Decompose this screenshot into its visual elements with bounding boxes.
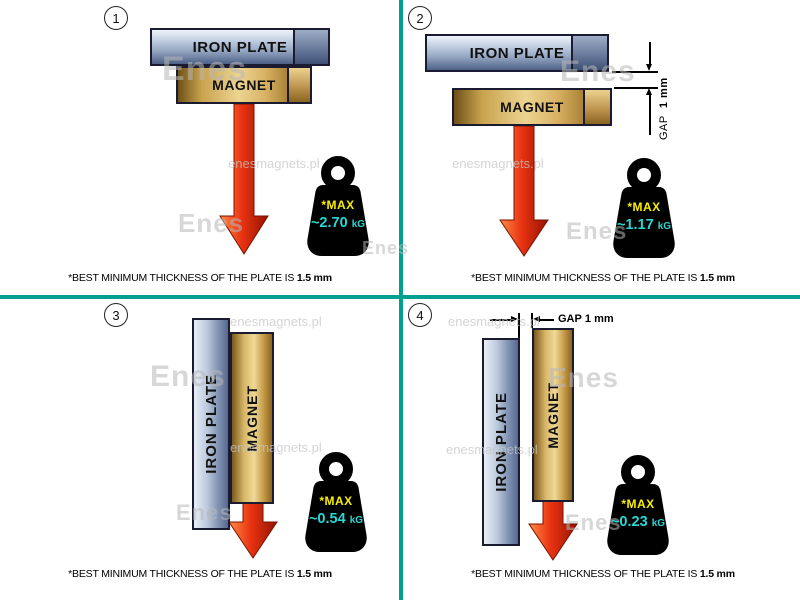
gap-label-panel-2: GAP 1 mm — [658, 50, 670, 140]
weight-panel-1: *MAX ~2.70 kG — [302, 156, 374, 260]
pull-force-arrow-panel-2 — [499, 126, 549, 257]
gap-arrowhead-up — [646, 88, 652, 95]
gap-extension-line-right — [531, 313, 533, 328]
panel-1-number: 1 — [104, 6, 128, 30]
weight-panel-2: *MAX ~1.17 kG — [608, 158, 680, 262]
iron-plate-panel-3: IRON PLATE — [192, 318, 230, 530]
watermark-url: enesmagnets.pl — [448, 314, 540, 329]
max-value: ~2.70 kG — [302, 215, 374, 231]
gap-extension-line-left — [518, 313, 520, 338]
caption-text: *BEST MINIMUM THICKNESS OF THE PLATE IS — [68, 272, 295, 284]
caption-bold-text: 1.5 mm — [296, 272, 332, 284]
caption-bold-text: 1.5 mm — [296, 568, 332, 580]
magnet-label: MAGNET — [212, 77, 276, 93]
caption-text: *BEST MINIMUM THICKNESS OF THE PLATE IS — [471, 568, 698, 580]
iron-plate-label: IRON PLATE — [492, 392, 510, 492]
gap-dimension-line-upper — [649, 42, 651, 65]
kettlebell-icon — [307, 156, 369, 256]
magnet-panel-2: MAGNET — [452, 88, 612, 126]
iron-plate-panel-1: IRON PLATE — [150, 28, 330, 66]
max-label: *MAX — [627, 200, 661, 214]
value-unit: kG — [651, 518, 666, 529]
iron-plate-label: IRON PLATE — [469, 44, 565, 62]
gap-word: GAP — [658, 115, 670, 140]
gap-extension-line-bottom — [614, 87, 658, 89]
caption-text: *BEST MINIMUM THICKNESS OF THE PLATE IS — [68, 568, 295, 580]
value-unit: kG — [351, 219, 366, 230]
iron-plate-panel-2: IRON PLATE — [425, 34, 609, 72]
gap-extension-line-top — [612, 71, 658, 73]
caption-text: *BEST MINIMUM THICKNESS OF THE PLATE IS — [471, 272, 698, 284]
caption-bold-text: 1.5 mm — [699, 568, 735, 580]
panel-3-number: 3 — [104, 303, 128, 327]
gap-dimension-line-right — [540, 319, 554, 321]
gap-label-panel-4: GAP 1 mm — [558, 313, 614, 325]
iron-plate-label: IRON PLATE — [202, 374, 220, 474]
pull-force-arrow-panel-1 — [219, 104, 269, 255]
gap-dimension-line-left — [490, 319, 511, 321]
panel-2-number: 2 — [408, 6, 432, 30]
panel-2-number-text: 2 — [416, 10, 424, 26]
max-label: *MAX — [621, 497, 655, 511]
max-value: ~1.17 kG — [608, 217, 680, 233]
caption-panel-4: *BEST MINIMUM THICKNESS OF THE PLATE IS … — [403, 568, 800, 580]
gap-arrowhead-down — [646, 64, 652, 71]
iron-plate-panel-4: IRON PLATE — [482, 338, 520, 546]
gap-dimension-line-lower — [649, 95, 651, 135]
kettlebell-icon — [305, 452, 367, 552]
caption-bold-text: 1.5 mm — [699, 272, 735, 284]
vertical-divider — [399, 0, 403, 600]
magnet-panel-4: MAGNET — [532, 328, 574, 502]
max-label: *MAX — [319, 494, 353, 508]
weight-panel-3: *MAX ~0.54 kG — [300, 452, 372, 556]
value-unit: kG — [657, 221, 672, 232]
panel-1-number-text: 1 — [112, 10, 120, 26]
magnet-label: MAGNET — [545, 381, 561, 449]
kettlebell-icon — [613, 158, 675, 258]
magnet-panel-3: MAGNET — [230, 332, 274, 504]
horizontal-divider — [0, 295, 800, 299]
gap-arrowhead-right — [511, 316, 518, 322]
caption-panel-2: *BEST MINIMUM THICKNESS OF THE PLATE IS … — [403, 272, 800, 284]
gap-arrowhead-left — [533, 316, 540, 322]
magnet-panel-1: MAGNET — [176, 66, 312, 104]
panel-3-number-text: 3 — [112, 307, 120, 323]
value-number: ~0.54 — [308, 511, 346, 527]
gap-value: 1 mm — [584, 313, 614, 325]
value-unit: kG — [349, 515, 364, 526]
gap-value: 1 mm — [658, 77, 670, 109]
value-number: ~0.23 — [610, 514, 648, 530]
magnet-label: MAGNET — [244, 384, 260, 452]
magnet-label: MAGNET — [500, 99, 564, 115]
iron-plate-label: IRON PLATE — [192, 38, 288, 56]
caption-panel-3: *BEST MINIMUM THICKNESS OF THE PLATE IS … — [0, 568, 400, 580]
kettlebell-icon — [607, 455, 669, 555]
value-number: ~1.17 — [616, 217, 654, 233]
max-value: ~0.23 kG — [602, 514, 674, 530]
weight-panel-4: *MAX ~0.23 kG — [602, 455, 674, 559]
gap-word: GAP — [558, 313, 582, 325]
caption-panel-1: *BEST MINIMUM THICKNESS OF THE PLATE IS … — [0, 272, 400, 284]
watermark-url: enesmagnets.pl — [230, 314, 322, 329]
max-label: *MAX — [321, 198, 355, 212]
max-value: ~0.54 kG — [300, 511, 372, 527]
value-number: ~2.70 — [310, 215, 348, 231]
panel-4-number: 4 — [408, 303, 432, 327]
panel-4-number-text: 4 — [416, 307, 424, 323]
